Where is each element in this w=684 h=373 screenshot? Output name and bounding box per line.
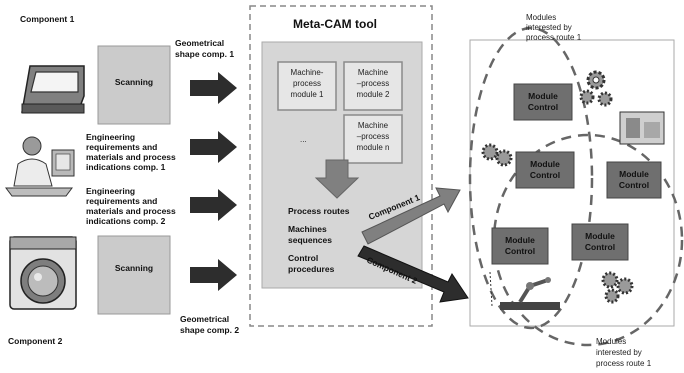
robot-arm-icon: [489, 271, 560, 310]
module-control-1-line1: Module: [528, 91, 558, 101]
washing-machine-icon: [9, 236, 77, 310]
modules-top-note-line2: interested by: [526, 23, 572, 32]
module-ellipsis: ...: [300, 135, 307, 144]
modules-bottom-note-line1: Modules: [596, 337, 626, 346]
module-n-line1: Machine: [358, 121, 389, 130]
module-control-5: Module Control: [571, 223, 629, 261]
scanning-label-top: Scanning: [115, 77, 153, 87]
processing-down-arrow: [314, 159, 360, 199]
module-control-2-line1: Module: [530, 159, 560, 169]
route-arrow-component-1: [361, 187, 461, 245]
machine-process-module-n: [343, 114, 403, 164]
modules-bottom-note-line3: process route 1: [596, 359, 652, 368]
module-2-line2: –process: [357, 79, 389, 88]
output-control-line1: Control: [288, 253, 318, 263]
module-control-2-line2: Control: [530, 170, 560, 180]
eng-req-1-line2: requirements and: [86, 142, 157, 152]
input-arrows: [190, 72, 237, 291]
module-control-4-line1: Module: [505, 235, 535, 245]
module-control-2: Module Control: [515, 151, 575, 189]
module-control-3: Module Control: [606, 161, 662, 199]
geo-shape-1-line1: Geometrical: [175, 38, 224, 48]
module-control-3-line2: Control: [619, 180, 649, 190]
module-2-line1: Machine: [358, 68, 389, 77]
module-control-5-line1: Module: [585, 231, 615, 241]
module-control-5-line2: Control: [585, 242, 615, 252]
module-1-line2: process: [293, 79, 321, 88]
machine-process-module-2: [343, 61, 403, 111]
output-control-line2: procedures: [288, 264, 335, 274]
route-1-ellipse: [468, 26, 594, 330]
modules-bottom-note-line2: interested by: [596, 348, 642, 357]
input-arrow-1: [190, 72, 237, 104]
module-control-4: Module Control: [491, 227, 549, 265]
eng-req-1-line4: indications comp. 1: [86, 162, 166, 172]
module-n-line2: –process: [357, 132, 389, 141]
scanning-box-top: [97, 45, 171, 125]
robot-cell-icon: [619, 111, 665, 145]
geo-shape-2-line2: shape comp. 2: [180, 325, 239, 335]
geo-shape-2-line1: Geometrical: [180, 314, 229, 324]
meta-cam-title: Meta-CAM tool: [293, 17, 377, 31]
component2-title: Component 2: [8, 336, 63, 346]
module-1-line1: Machine-: [291, 68, 324, 77]
route-arrow-component-2: [357, 245, 469, 303]
gears-icon-bottom: [601, 271, 634, 304]
eng-req-1-line1: Engineering: [86, 132, 135, 142]
scanning-box-bottom: [97, 235, 171, 315]
input-arrow-4: [190, 259, 237, 291]
module-control-3-line1: Module: [619, 169, 649, 179]
input-arrow-2: [190, 131, 237, 163]
scanning-label-bottom: Scanning: [115, 263, 153, 273]
module-control-4-line2: Control: [505, 246, 535, 256]
module-n-line3: module n: [357, 143, 390, 152]
modules-top-note-line1: Modules: [526, 13, 556, 22]
machine-process-module-1: [277, 61, 337, 111]
module-control-1-line2: Control: [528, 102, 558, 112]
eng-req-2-line3: materials and process: [86, 206, 176, 216]
eng-req-2-line4: indications comp. 2: [86, 216, 166, 226]
input-arrow-3: [190, 189, 237, 221]
module-2-line3: module 2: [357, 90, 390, 99]
engineer-at-computer-icon: [5, 136, 75, 197]
gears-icon-left: [481, 143, 513, 167]
modules-top-note-line3: process route 1: [526, 33, 582, 42]
output-machines-line1: Machines: [288, 224, 327, 234]
eng-req-1-line3: materials and process: [86, 152, 176, 162]
meta-cam-frame: [249, 5, 433, 327]
geo-shape-1-line2: shape comp. 1: [175, 49, 234, 59]
eng-req-2-line1: Engineering: [86, 186, 135, 196]
output-process-routes: Process routes: [288, 206, 350, 216]
module-1-line3: module 1: [291, 90, 324, 99]
eng-req-2-line2: requirements and: [86, 196, 157, 206]
gears-icon-top: [579, 70, 613, 107]
module-control-1: Module Control: [513, 83, 573, 121]
output-machines-line2: sequences: [288, 235, 332, 245]
component1-title: Component 1: [20, 14, 75, 24]
car-door-icon: [21, 65, 85, 114]
